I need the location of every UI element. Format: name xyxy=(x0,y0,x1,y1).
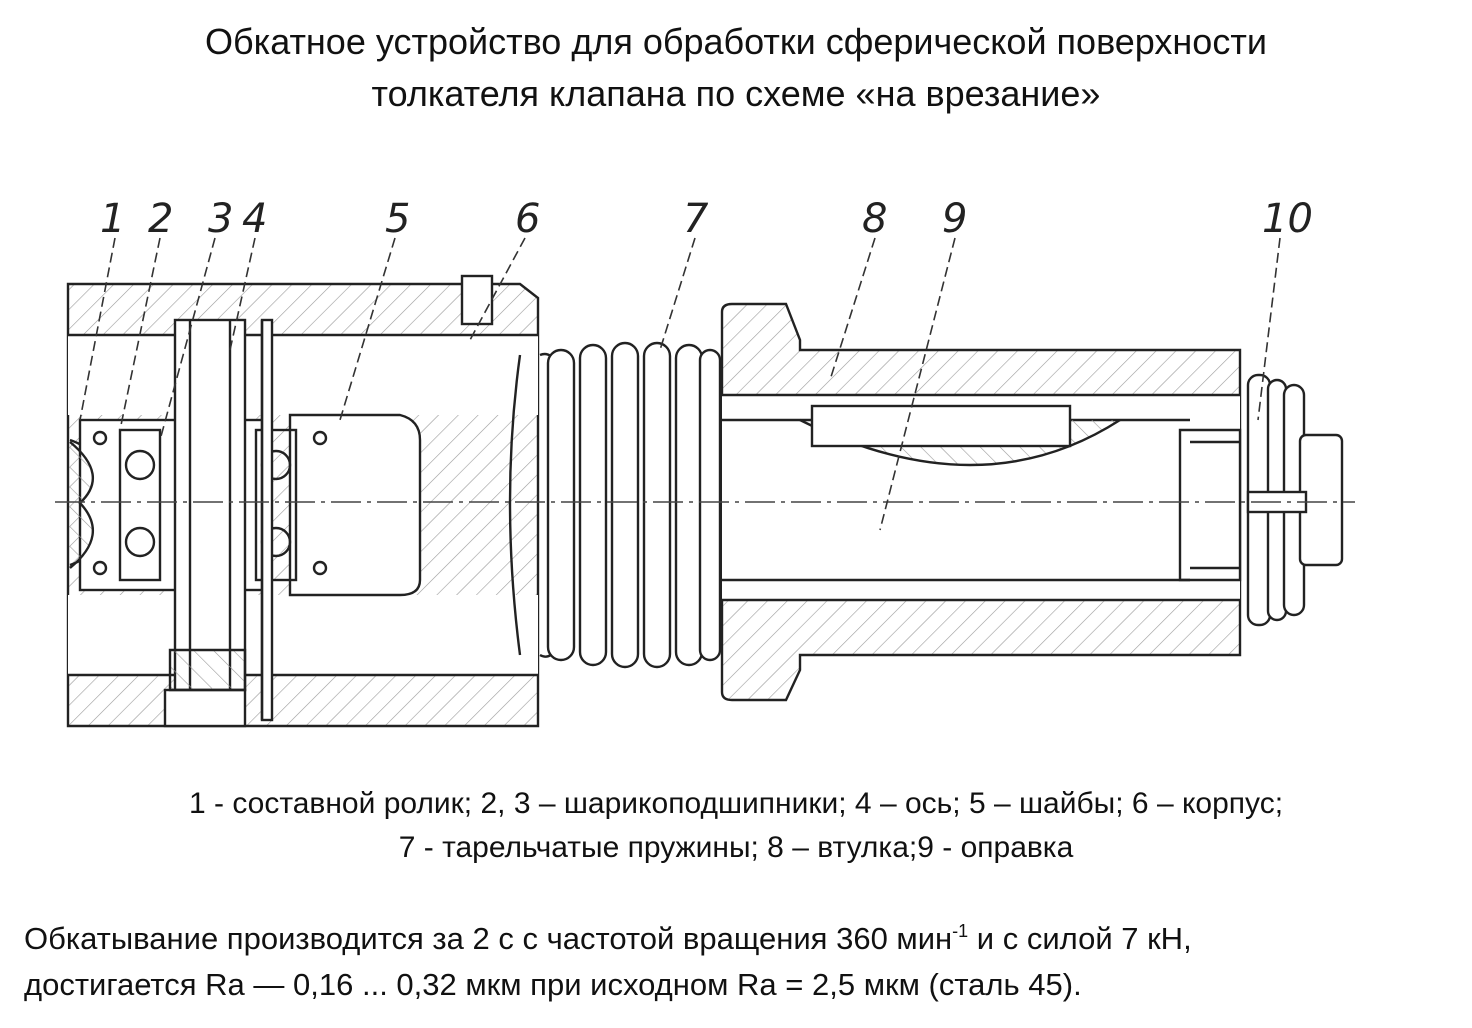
title-line-2: толкателя клапана по схеме «на врезание» xyxy=(371,73,1101,114)
legend-line-2: 7 - тарельчатые пружины; 8 – втулка;9 - … xyxy=(398,831,1074,864)
note-line-2: достигается Ra — 0,16 ... 0,32 мкм при и… xyxy=(24,967,1082,1002)
ball-bearing-2-bottom-icon xyxy=(124,526,156,558)
callout-6: 6 xyxy=(515,196,540,242)
legend-line-1: 1 - составной ролик; 2, 3 – шарикоподшип… xyxy=(188,787,1284,820)
ball-bearing-2-top-icon xyxy=(124,449,156,481)
title-line-1: Обкатное устройство для обработки сферич… xyxy=(205,21,1267,62)
parts-legend: 1 - составной ролик; 2, 3 – шарикоподшип… xyxy=(0,782,1472,870)
process-note: Обкатывание производится за 2 с с частот… xyxy=(24,916,1464,1008)
nut-part-10 xyxy=(1246,373,1344,627)
callout-9: 9 xyxy=(942,196,967,242)
mandrel-part-9 xyxy=(810,404,1242,582)
callout-4: 4 xyxy=(242,196,267,242)
callout-7: 7 xyxy=(683,196,709,242)
axis-part-4 xyxy=(163,318,247,728)
callout-5: 5 xyxy=(385,196,410,242)
callout-8: 8 xyxy=(862,196,887,242)
leader-lines xyxy=(79,237,1281,531)
note-superscript: -1 xyxy=(952,921,969,941)
disc-springs-part-7 xyxy=(539,341,722,669)
callout-2: 2 xyxy=(148,196,173,242)
note-line-1: Обкатывание производится за 2 с с частот… xyxy=(24,916,1464,962)
washers-part-5 xyxy=(260,318,274,722)
note-line-1-tail: и с силой 7 кН, xyxy=(968,921,1192,956)
slide-title: Обкатное устройство для обработки сферич… xyxy=(0,16,1472,120)
callout-10: 10 xyxy=(1262,196,1313,242)
callout-3: 3 xyxy=(208,196,233,242)
callout-1: 1 xyxy=(100,196,125,242)
device-section-drawing: 1 2 3 4 5 6 7 8 9 10 xyxy=(55,196,1355,728)
note-line-1-text: Обкатывание производится за 2 с с частот… xyxy=(24,921,953,956)
